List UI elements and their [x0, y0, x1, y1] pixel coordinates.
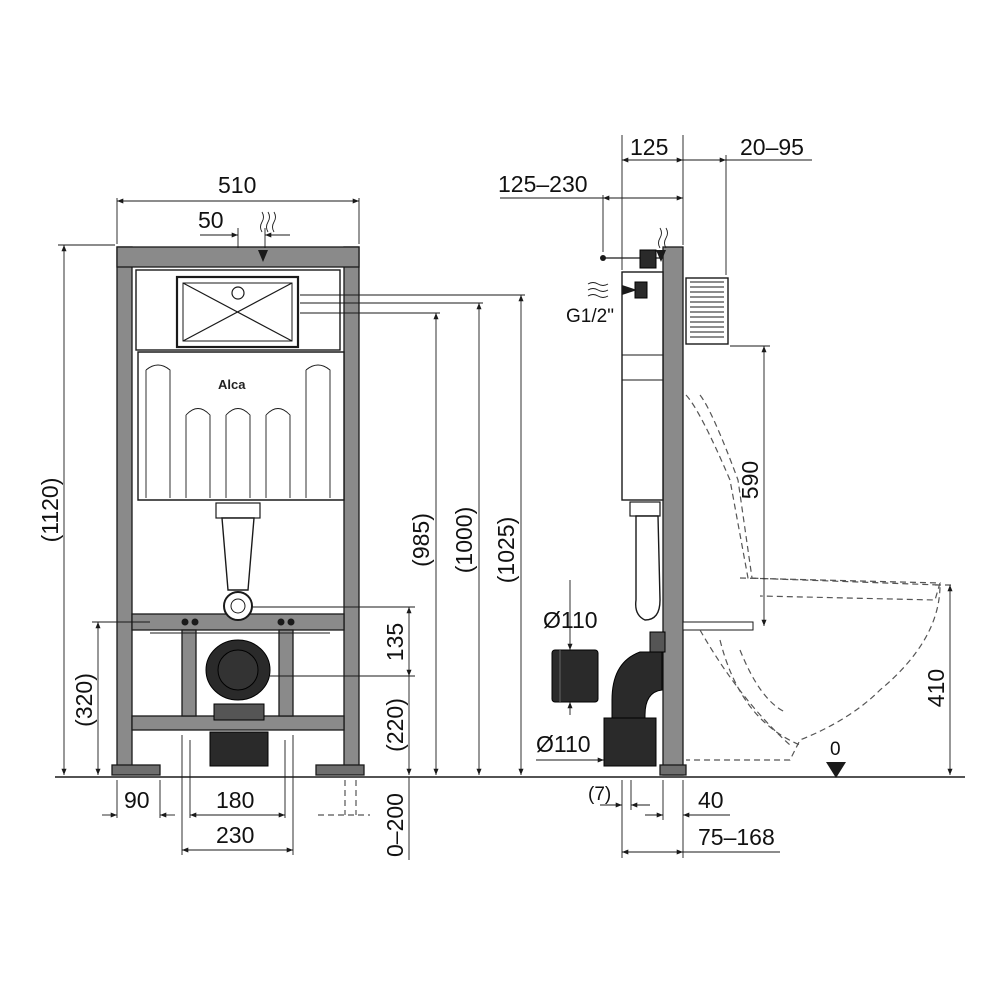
dim-height-1000: (1000)	[451, 507, 477, 573]
side-flush-plate	[685, 277, 729, 345]
front-view: Alca 510 50 (1120)	[37, 172, 525, 860]
dim-foot-width: 90	[124, 787, 150, 813]
side-post	[662, 246, 684, 776]
dim-total-width: 510	[218, 172, 256, 198]
dim-frame-depth: 75–168	[698, 824, 775, 850]
dim-drain-diameter-top: Ø110	[543, 607, 598, 633]
dim-height-1025: (1025)	[493, 517, 519, 583]
inlet-thread-label: G1/2"	[566, 306, 614, 327]
cistern	[137, 351, 345, 501]
drain-collar	[551, 649, 599, 703]
side-view: G1/2" 0 125 20–95	[498, 134, 955, 858]
dim-foot-extension: 0–200	[382, 793, 408, 857]
left-foot	[111, 764, 161, 776]
floor-level-label: 0	[830, 739, 841, 760]
top-bar	[116, 246, 360, 268]
dim-frame-height: (1120)	[37, 478, 63, 543]
toilet-outline	[685, 394, 941, 761]
right-foot	[315, 764, 365, 776]
drain-elbow	[611, 651, 663, 721]
dim-outer-spacing: 230	[216, 822, 254, 848]
dim-bolt-spacing: 180	[216, 787, 254, 813]
left-post	[116, 246, 133, 768]
dim-wall-range: 20–95	[740, 134, 804, 160]
side-cistern	[621, 271, 664, 501]
right-post	[343, 246, 360, 768]
dim-seat-height: 410	[923, 669, 949, 707]
dim-depth-125: 125	[630, 134, 668, 160]
dim-inlet-offset: 50	[198, 207, 224, 233]
dim-height-985: (985)	[408, 513, 434, 567]
dim-drain-diameter-bottom: Ø110	[536, 731, 591, 757]
dim-offset-40: 40	[698, 787, 724, 813]
dim-crossbar-height: (320)	[71, 673, 97, 727]
right-brace	[278, 629, 294, 717]
dim-outlet-gap: 135	[382, 623, 408, 661]
dim-offset-7: (7)	[588, 784, 611, 805]
dim-flush-height: 590	[737, 461, 763, 499]
dim-outlet-height: (220)	[382, 698, 408, 752]
left-brace	[181, 629, 197, 717]
dim-inlet-range: 125–230	[498, 171, 588, 197]
brand-logo: Alca	[218, 377, 246, 392]
